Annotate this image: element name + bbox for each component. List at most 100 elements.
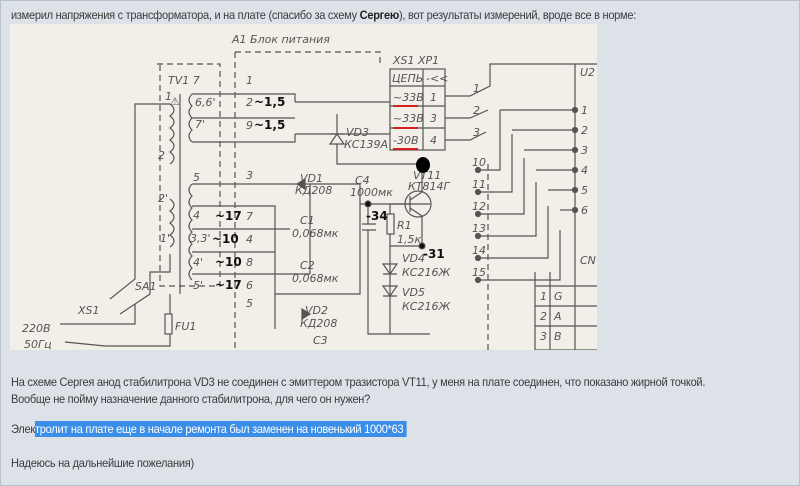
connector-arrow: -<< <box>426 72 448 85</box>
label-sa1: SA1 <box>135 280 157 293</box>
selected-text[interactable]: тролит на плате еще в начале ремонта был… <box>35 421 407 437</box>
cn-row: 3 <box>540 330 547 343</box>
schematic-image: А1 Блок питания TV1 7 6,6' 7' ⚠ 1 2 2' 1… <box>10 24 597 351</box>
label-xs1: XS1 <box>77 304 100 317</box>
connector-pin: 1 <box>430 91 437 104</box>
text: ), вот результаты измерений, вроде все в… <box>399 8 637 22</box>
label-c4-value: 1000мк <box>350 186 393 199</box>
label: 5 <box>193 171 200 184</box>
label-vd3-type: КС139А <box>344 138 388 151</box>
post-paragraph-5: Надеюсь на дальнейшие пожелания) <box>11 456 194 470</box>
pin-label: 3 <box>581 144 588 157</box>
label-vd1-type: КД208 <box>295 184 332 197</box>
wire-label: 3 <box>473 126 480 139</box>
label-fu1: FU1 <box>175 320 196 333</box>
pin-label: 5 <box>246 297 253 310</box>
warning-icon: ⚠ <box>170 95 180 108</box>
pin-label: 11 <box>472 178 486 191</box>
user-mention-link[interactable]: Сергею <box>359 8 400 22</box>
label-vd4-type: КС216Ж <box>402 266 451 279</box>
measurement-label: ~17 <box>215 278 242 292</box>
measurement-label: -34 <box>366 209 388 223</box>
connector-voltage: -30В <box>393 134 419 147</box>
post-paragraph-1: измерил напряжения с трансформатора, и н… <box>11 8 636 22</box>
measurement-label: ~17 <box>215 209 242 223</box>
connector-voltage: ~33В <box>393 112 424 125</box>
connector-pin: 4 <box>430 134 437 147</box>
label-r1: R1 <box>397 219 412 232</box>
label-vd1: VD1 <box>300 172 323 185</box>
label-cn: CN <box>580 254 596 267</box>
pin-label: 10 <box>472 156 486 169</box>
wire-label: 2 <box>473 104 480 117</box>
measurement-label: ~1,5 <box>254 95 285 109</box>
post-paragraph-2: На схеме Сергея анод стабилитрона VD3 не… <box>11 375 706 389</box>
label-u2: U2 <box>580 66 595 79</box>
pin-label: 4 <box>581 164 588 177</box>
label: 1 <box>165 90 172 103</box>
pin-label: 1 <box>246 74 253 87</box>
pin-label: 14 <box>472 244 486 257</box>
label: 2 <box>158 149 165 162</box>
measurement-label: ~10 <box>212 232 239 246</box>
post-paragraph-3: Вообще не пойму назначение данного стаби… <box>11 392 371 406</box>
label-vd4: VD4 <box>402 252 425 265</box>
pin-label: 13 <box>472 222 486 235</box>
label-vd2: VD2 <box>305 304 328 317</box>
measurement-label: -31 <box>423 247 445 261</box>
connector-voltage: ~33В <box>393 91 424 104</box>
measurement-label: ~10 <box>215 255 242 269</box>
pin-label: 5 <box>581 184 588 197</box>
cn-label: A <box>553 310 562 323</box>
connector-header: XS1 XP1 <box>392 54 439 67</box>
post-paragraph-4: Электролит на плате еще в начале ремонта… <box>11 421 407 437</box>
label: 5' <box>193 279 203 292</box>
label-tv1: TV1 7 <box>168 74 200 87</box>
label-mains-voltage: 220В <box>22 322 51 335</box>
text: Элек <box>11 422 36 436</box>
connector-pin: 3 <box>430 112 437 125</box>
cn-row: 1 <box>540 290 547 303</box>
pin-label: 2 <box>246 96 253 109</box>
label: 1' <box>160 232 170 245</box>
pin-label: 7 <box>246 210 253 223</box>
pin-label: 3 <box>246 169 253 182</box>
label-c1-value: 0,068мк <box>292 227 339 240</box>
pin-label: 4 <box>246 233 253 246</box>
label-c4: С4 <box>355 174 370 187</box>
schematic-title: А1 Блок питания <box>231 33 330 46</box>
pin-label: 6 <box>581 204 588 217</box>
pin-label: 15 <box>472 266 486 279</box>
label: 4' <box>193 256 203 269</box>
label-vd2-type: КД208 <box>300 317 337 330</box>
label: 4 <box>193 209 200 222</box>
label: 3,3' <box>190 232 211 245</box>
connector-column: ЦЕПЬ <box>392 72 423 85</box>
label-r1-value: 1,5к <box>397 233 421 246</box>
connection-dot <box>416 157 430 173</box>
cn-label: G <box>554 290 563 303</box>
label-c2-value: 0,068мк <box>292 272 339 285</box>
label-c1: С1 <box>300 214 315 227</box>
cn-row: 2 <box>540 310 547 323</box>
cn-label: B <box>554 330 562 343</box>
wire-label: 1 <box>473 82 480 95</box>
measurement-label: ~1,5 <box>254 118 285 132</box>
label: 2' <box>158 192 168 205</box>
pin-label: 8 <box>246 256 253 269</box>
label-vd5-type: КС216Ж <box>402 300 451 313</box>
pin-label: 9 <box>246 119 253 132</box>
pin-label: 12 <box>472 200 486 213</box>
label-c3: С3 <box>313 334 328 347</box>
label-mains-frequency: 50Гц <box>24 338 52 350</box>
label: 6,6' <box>195 96 216 109</box>
pin-label: 2 <box>581 124 588 137</box>
label-c2: С2 <box>300 259 315 272</box>
pin-label: 1 <box>581 104 588 117</box>
label: 7' <box>195 118 205 131</box>
label-vt11-type: КТ814Г <box>408 180 451 193</box>
red-underline <box>393 105 418 150</box>
pin-label: 6 <box>246 279 253 292</box>
text: измерил напряжения с трансформатора, и н… <box>11 8 360 22</box>
label-vd5: VD5 <box>402 286 425 299</box>
